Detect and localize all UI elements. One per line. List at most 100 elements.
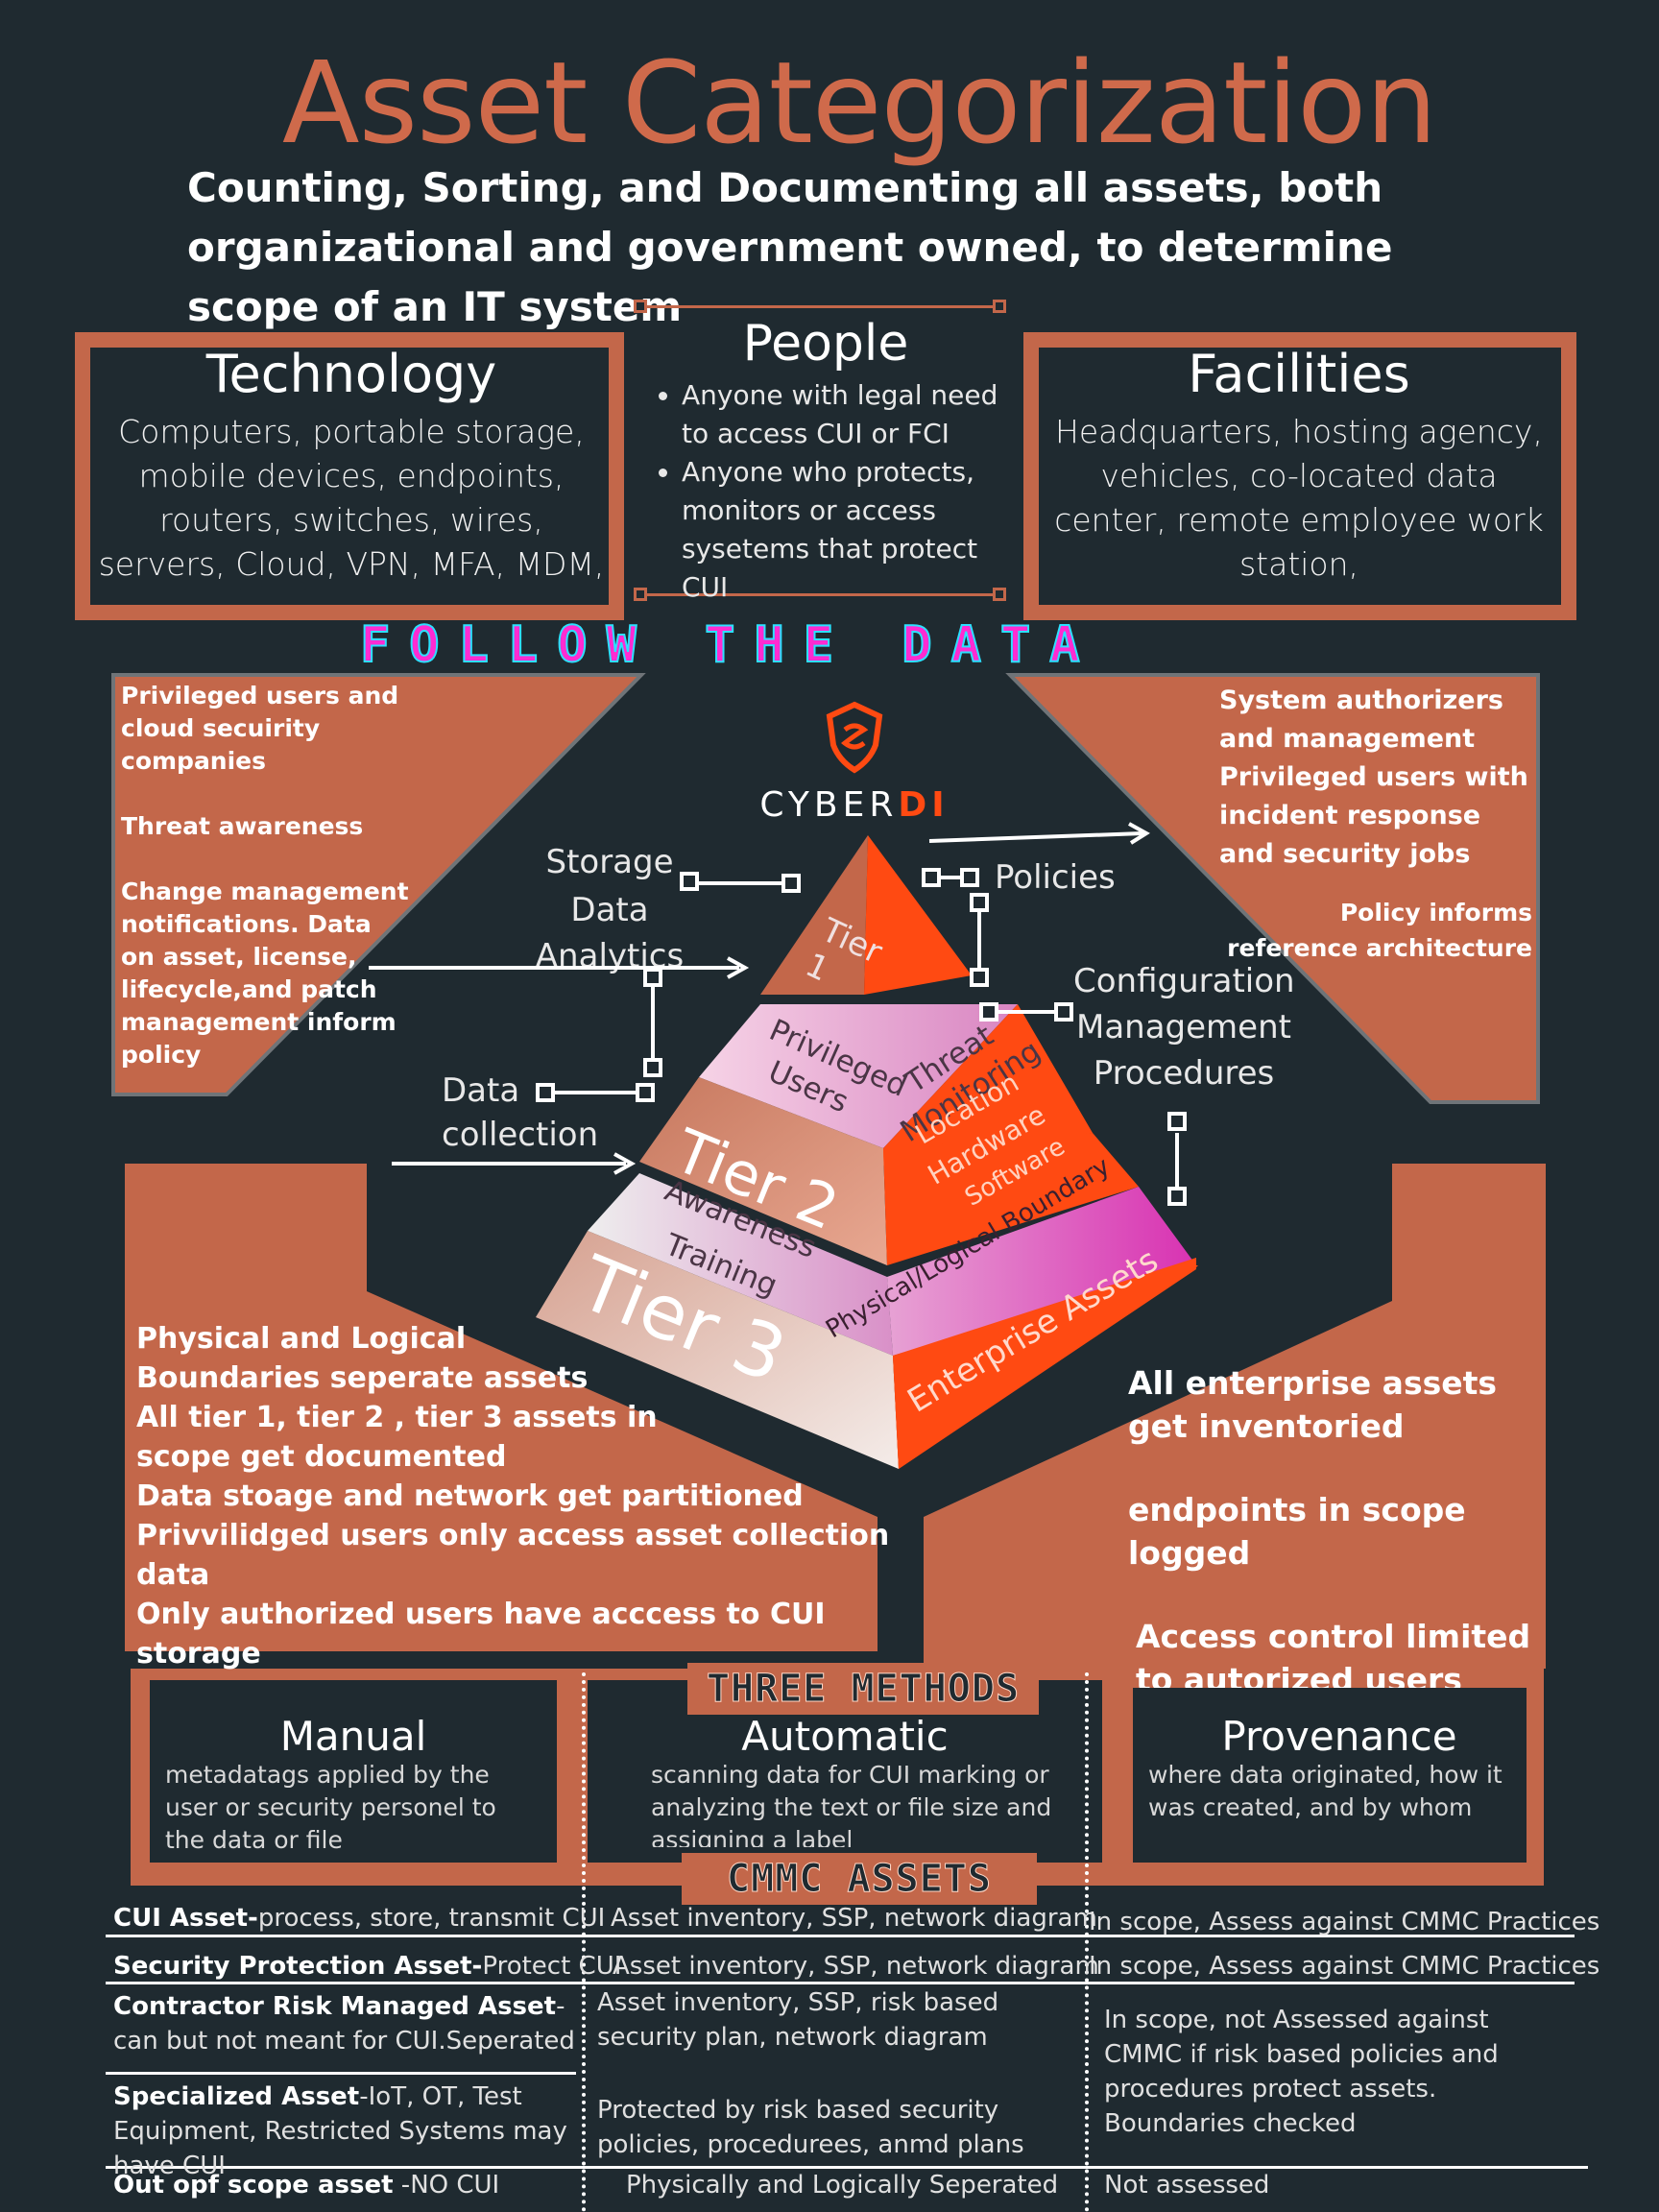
awareness-face	[588, 1173, 893, 1356]
cmmc-assets-banner: CMMC ASSETS	[682, 1853, 1037, 1905]
people-list: Anyone with legal need to access CUI or …	[643, 376, 1008, 607]
enterprise-face-main	[893, 1258, 1196, 1469]
boundary-face	[887, 1187, 1196, 1356]
table-row: Security Protection Asset-Protect CUI	[113, 1949, 621, 1984]
label-config-3: Procedures	[1093, 1054, 1275, 1093]
manual-text: metadatags applied by the user or securi…	[165, 1761, 496, 1854]
table-row: CUI Asset-process, store, transmit CUI	[113, 1901, 605, 1936]
cyberdi-shield-icon	[826, 701, 883, 774]
tier3-left-face	[536, 1231, 899, 1469]
column-divider	[582, 1672, 586, 2212]
table-rule	[106, 2166, 1588, 2169]
table-rule	[106, 1982, 1575, 1984]
technology-title: Technology	[205, 344, 497, 404]
connector-node	[993, 300, 1006, 313]
bottom-left-line: Only authorized users have acccess to CU…	[136, 1598, 826, 1671]
tier2-right-face	[883, 1133, 1139, 1265]
asset-desc: -IoT, OT, Test Equipment, Restricted Sys…	[113, 2082, 567, 2180]
left-panel-text-3: Change management notifications. Data on…	[121, 878, 409, 1069]
bottom-left-shape	[125, 1164, 878, 1651]
bottom-right-shape	[924, 1164, 1546, 1669]
label-data: Data	[442, 1071, 520, 1110]
left-panel-text-1: Privileged users and cloud secuirity com…	[121, 682, 399, 775]
left-panel-text-2: Threat awareness	[121, 812, 364, 840]
asset-desc: Protect CUI	[482, 1952, 622, 1981]
left-panel-shape	[111, 673, 646, 1096]
right-panel-text-1: System authorizers and management Privil…	[1219, 685, 1528, 869]
bottom-left-line: Physical and Logical	[136, 1322, 467, 1356]
logo-text-cyber: CYBER	[759, 785, 899, 825]
connector-node	[993, 588, 1006, 601]
threat-monitoring-face	[883, 1004, 1093, 1166]
asset-docs: Asset inventory, SSP, risk based securit…	[597, 1988, 999, 2052]
label-storage: Storage	[545, 843, 674, 881]
provenance-box	[1133, 1688, 1527, 1863]
facilities-box	[1023, 332, 1576, 620]
people-item: Anyone with legal need to access CUI or …	[682, 376, 1008, 453]
label-config-2: Management	[1076, 1008, 1291, 1046]
people-bottom-connector	[641, 593, 998, 596]
three-methods-banner: THREE METHODS	[687, 1663, 1039, 1715]
asset-desc: process, store, transmit CUI	[257, 1904, 606, 1933]
asset-assess: In scope, Assess against CMMC Practices	[1089, 1908, 1600, 1936]
page-subtitle: Counting, Sorting, and Documenting all a…	[187, 164, 1393, 330]
manual-box	[150, 1680, 557, 1863]
page-title: Asset Categorization	[281, 36, 1437, 169]
asset-name: Specialized Asset	[113, 2082, 360, 2111]
asset-docs: Physically and Logically Seperated	[626, 2171, 1059, 2200]
bottom-left-line: scope get documented	[136, 1440, 507, 1474]
column-divider	[1085, 1672, 1089, 2212]
asset-assess: Not assessed	[1104, 2171, 1270, 2200]
asset-assess: In scope, Assess against CMMC Practices	[1089, 1952, 1600, 1981]
logo-text-di: DI	[898, 785, 950, 825]
tier1-right-face	[864, 835, 972, 995]
connector-node	[634, 300, 647, 313]
provenance-text: where data originated, how it was create…	[1148, 1761, 1503, 1821]
asset-assess: In scope, not Assessed against CMMC if r…	[1104, 2006, 1499, 2138]
asset-name: Security Protection Asset-	[113, 1952, 483, 1981]
people-title: People	[742, 315, 909, 373]
right-panel-text-2: Policy informs reference architecture	[1227, 899, 1532, 962]
technology-text: Computers, portable storage, mobile devi…	[98, 413, 605, 583]
asset-name: Contractor Risk Managed Asset	[113, 1992, 557, 2021]
table-rule	[106, 2072, 576, 2075]
table-row: Contractor Risk Managed Asset-can but no…	[113, 1989, 580, 2058]
tier1-left-face	[760, 835, 868, 995]
bottom-right-text-1: All enterprise assets get inventoried	[1128, 1364, 1498, 1445]
cyberdi-logo-text: CYBERDI	[749, 785, 960, 825]
table-row: Specialized Asset-IoT, OT, Test Equipmen…	[113, 2080, 584, 2183]
follow-the-data-heading: FOLLOW THE DATA	[359, 615, 1099, 675]
bottom-left-line: data	[136, 1558, 210, 1592]
asset-docs: Asset inventory, SSP, network diagram	[611, 1904, 1097, 1933]
facilities-text: Headquarters, hosting agency, vehicles, …	[1054, 413, 1544, 583]
people-top-connector	[641, 305, 998, 308]
table-rule	[106, 1935, 1575, 1937]
automatic-title: Automatic	[741, 1713, 949, 1760]
asset-docs: Asset inventory, SSP, network diagram	[613, 1952, 1099, 1981]
right-panel-shape	[1005, 673, 1540, 1104]
asset-desc: -can but not meant for CUI.Seperated	[113, 1992, 575, 2056]
bottom-left-line: All tier 1, tier 2 , tier 3 assets in	[136, 1401, 658, 1434]
bottom-left-line: Data stoage and network get partitioned	[136, 1479, 804, 1513]
label-policies: Policies	[995, 858, 1116, 897]
technology-box	[75, 332, 624, 620]
asset-docs: Protected by risk based security policie…	[597, 2096, 1024, 2159]
people-item: Anyone who protects, monitors or access …	[682, 453, 1008, 607]
table-row: Out opf scope asset -NO CUI	[113, 2168, 584, 2202]
bottom-left-line: Boundaries seperate assets	[136, 1361, 589, 1395]
bottom-left-line: Privvilidged users only access asset col…	[136, 1519, 890, 1552]
facilities-title: Facilities	[1188, 344, 1410, 404]
manual-title: Manual	[279, 1713, 427, 1760]
tier2-left-face	[639, 1077, 887, 1265]
label-collection: collection	[442, 1116, 599, 1154]
asset-name: Out opf scope asset	[113, 2171, 394, 2200]
asset-desc: -NO CUI	[393, 2171, 500, 2200]
privileged-users-face	[699, 1004, 1018, 1148]
bottom-right-text-2: endpoints in scope logged	[1128, 1491, 1466, 1572]
asset-name: CUI Asset-	[113, 1904, 258, 1933]
connector-node	[634, 588, 647, 601]
provenance-title: Provenance	[1221, 1713, 1457, 1760]
label-config-1: Configuration	[1073, 962, 1295, 1000]
